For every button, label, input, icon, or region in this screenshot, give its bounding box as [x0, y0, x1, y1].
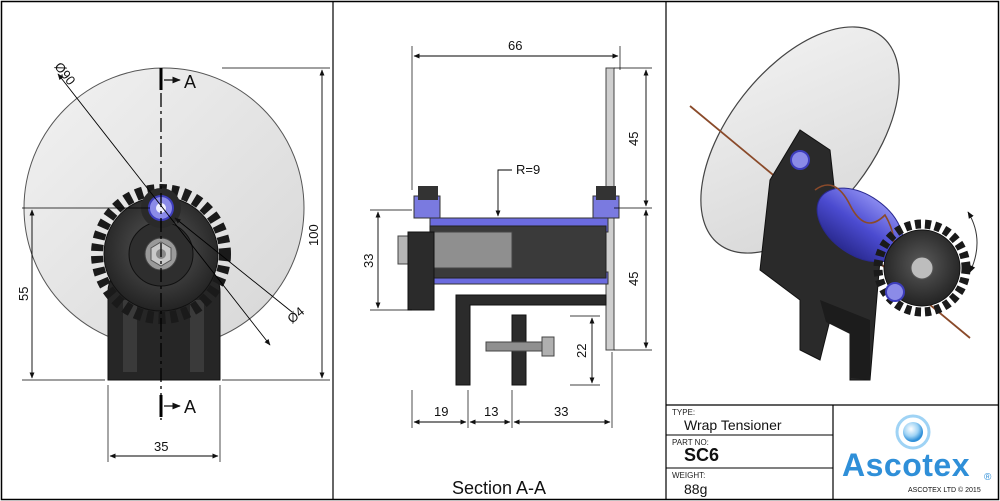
company-logo [895, 414, 931, 450]
rotation-arrow [967, 211, 978, 273]
dim-w2: 13 [484, 404, 498, 419]
clamp-screw [485, 341, 543, 352]
front-view: A A Ø90 100 55 35 Ø4 [16, 59, 330, 462]
dim-w3: 33 [554, 404, 568, 419]
dim-upper: 45 [626, 132, 641, 146]
section-mark-bottom: A [184, 397, 196, 417]
registered-mark: ® [984, 472, 992, 483]
dim-lower: 45 [626, 272, 641, 286]
section-caption: Section A-A [452, 478, 546, 498]
section-view: 66 45 45 R=9 33 22 19 13 33 Section A-A [361, 38, 652, 498]
section-gear [407, 231, 435, 311]
weight-label: WEIGHT: [672, 471, 706, 480]
logo-icon [903, 422, 923, 442]
isometric-view [689, 26, 978, 381]
dim-width: 35 [154, 439, 168, 454]
dim-overall: 66 [508, 38, 522, 53]
bracket [455, 294, 607, 386]
iso-gear-teeth [873, 219, 971, 317]
part-value: SC6 [684, 445, 720, 465]
type-value: Wrap Tensioner [684, 417, 782, 433]
copyright: ASCOTEX LTD © 2015 [908, 487, 981, 494]
dim-left-height: 33 [361, 254, 376, 268]
dim-diameter-disc: Ø90 [52, 59, 79, 88]
dim-w1: 19 [434, 404, 448, 419]
section-mark-top: A [184, 72, 196, 92]
dim-bracket-height: 22 [574, 344, 589, 358]
type-label: TYPE: [672, 408, 696, 417]
dim-hole: Ø4 [284, 304, 307, 327]
dim-radius: R=9 [516, 162, 540, 177]
dim-height: 100 [306, 224, 321, 246]
part-label: PART NO: [672, 438, 709, 447]
weight-value: 88g [684, 481, 708, 497]
dim-axis-height: 55 [16, 287, 31, 301]
company-name: Ascotex [842, 447, 970, 483]
